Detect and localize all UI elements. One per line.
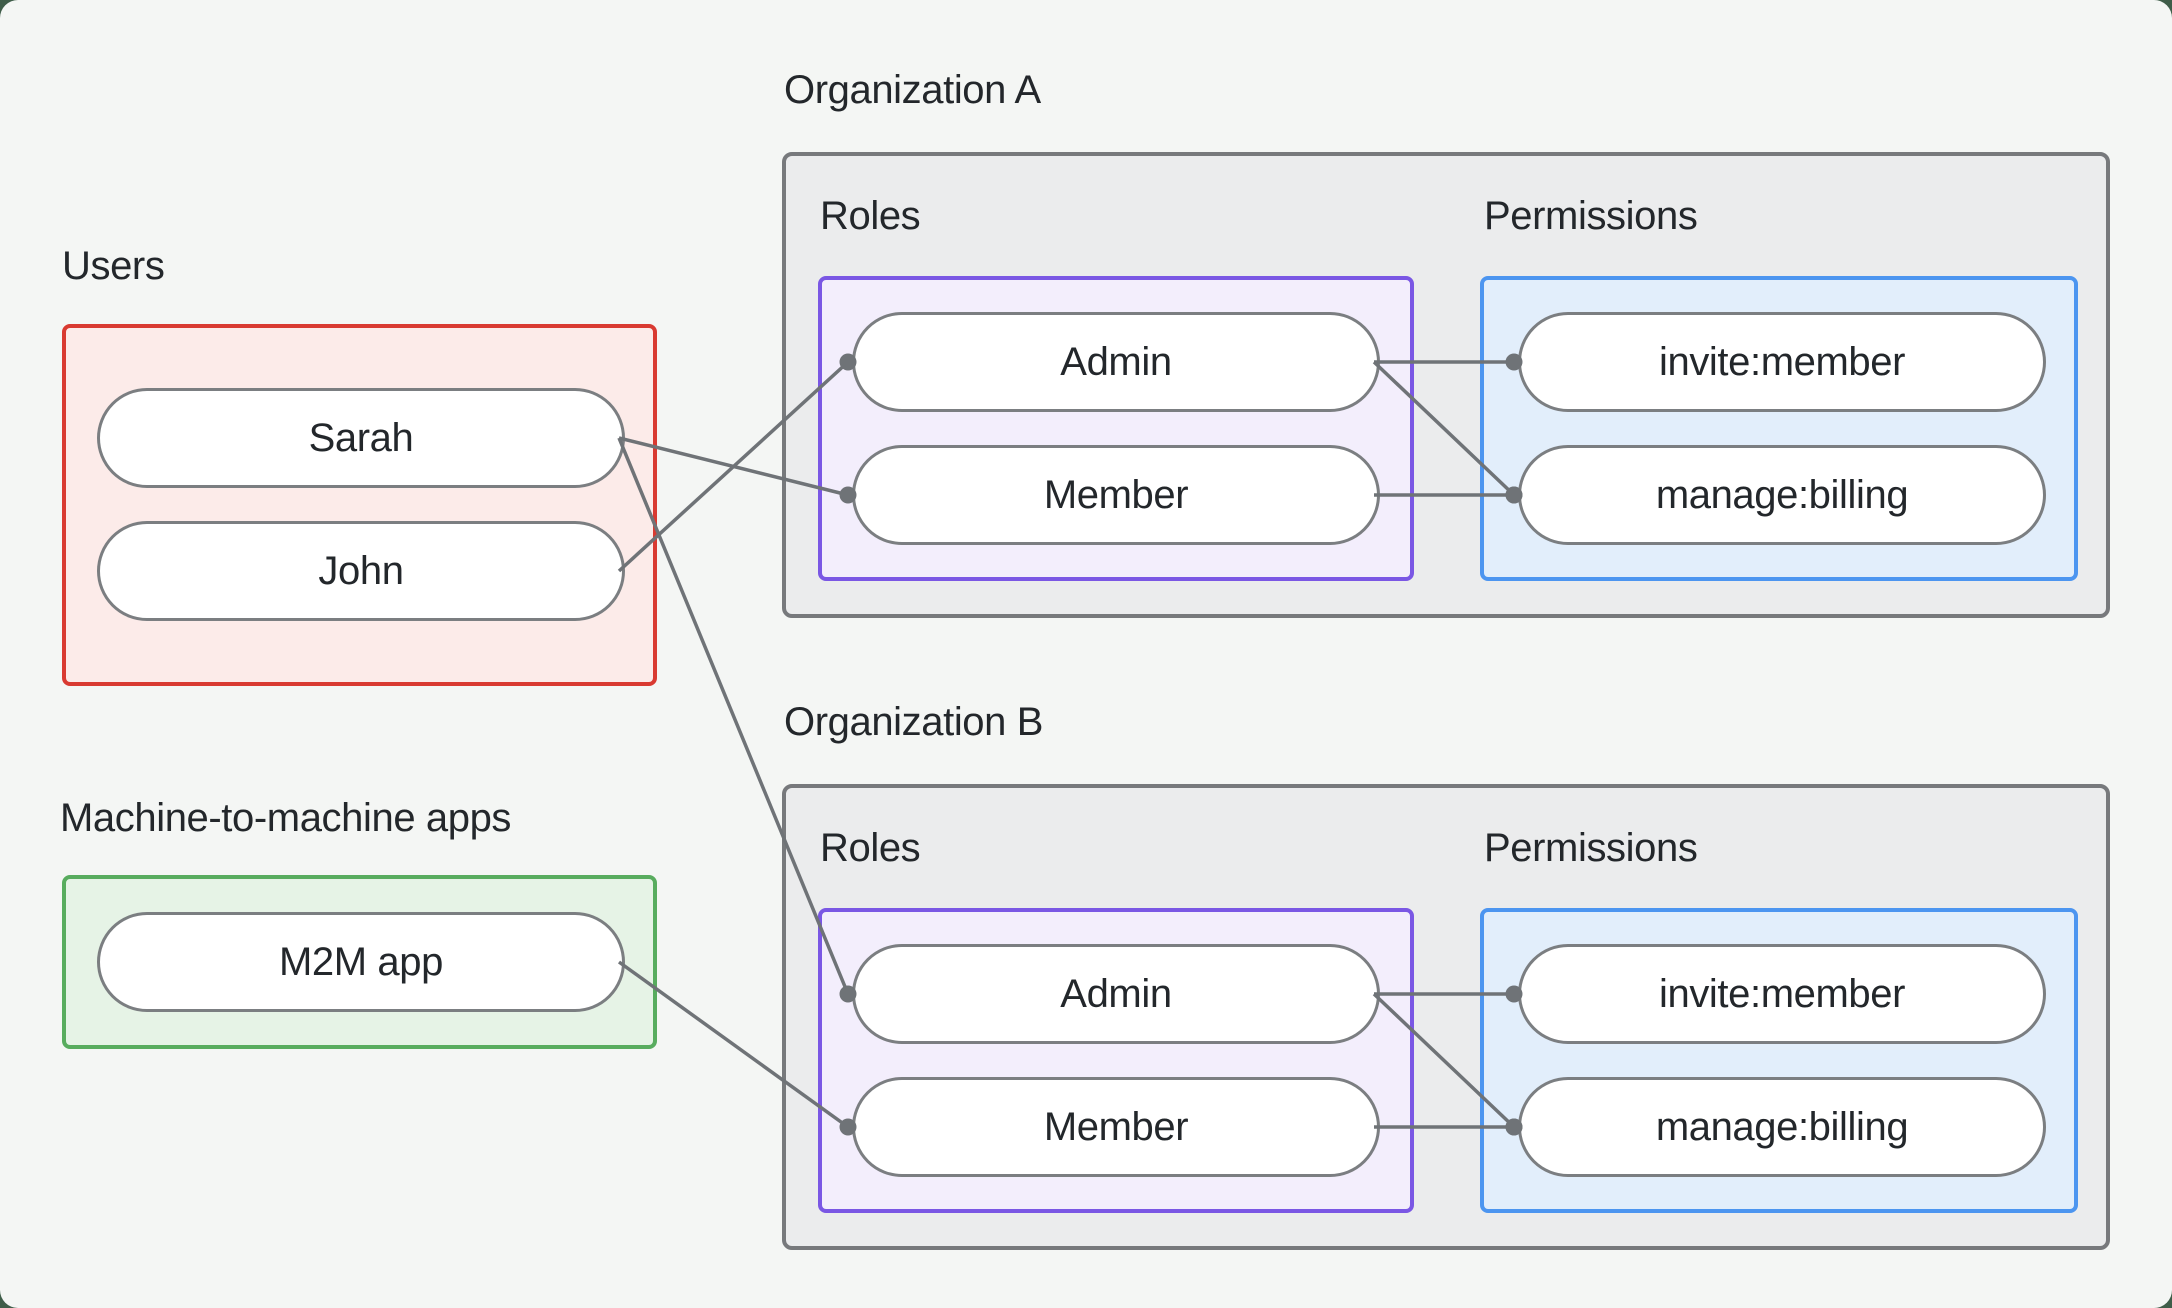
org-a-roles-label: Roles [820, 194, 921, 238]
org-a-permission-manage-billing: manage:billing [1518, 445, 2046, 545]
m2m-app-node: M2M app [97, 912, 625, 1012]
org-b-title: Organization B [784, 700, 1043, 744]
org-a-permissions-label: Permissions [1484, 194, 1698, 238]
users-group-label: Users [62, 244, 165, 288]
user-node-john: John [97, 521, 625, 621]
org-b-permission-invite-member: invite:member [1518, 944, 2046, 1044]
org-b-permissions-label: Permissions [1484, 826, 1698, 870]
user-node-sarah: Sarah [97, 388, 625, 488]
org-a-role-admin: Admin [852, 312, 1380, 412]
org-b-permission-manage-billing: manage:billing [1518, 1077, 2046, 1177]
org-b-role-admin: Admin [852, 944, 1380, 1044]
org-a-permission-invite-member: invite:member [1518, 312, 2046, 412]
org-a-role-member: Member [852, 445, 1380, 545]
m2m-group-label: Machine-to-machine apps [60, 796, 512, 840]
org-a-title: Organization A [784, 68, 1041, 112]
org-b-roles-label: Roles [820, 826, 921, 870]
users-group-box [62, 324, 657, 686]
org-b-role-member: Member [852, 1077, 1380, 1177]
